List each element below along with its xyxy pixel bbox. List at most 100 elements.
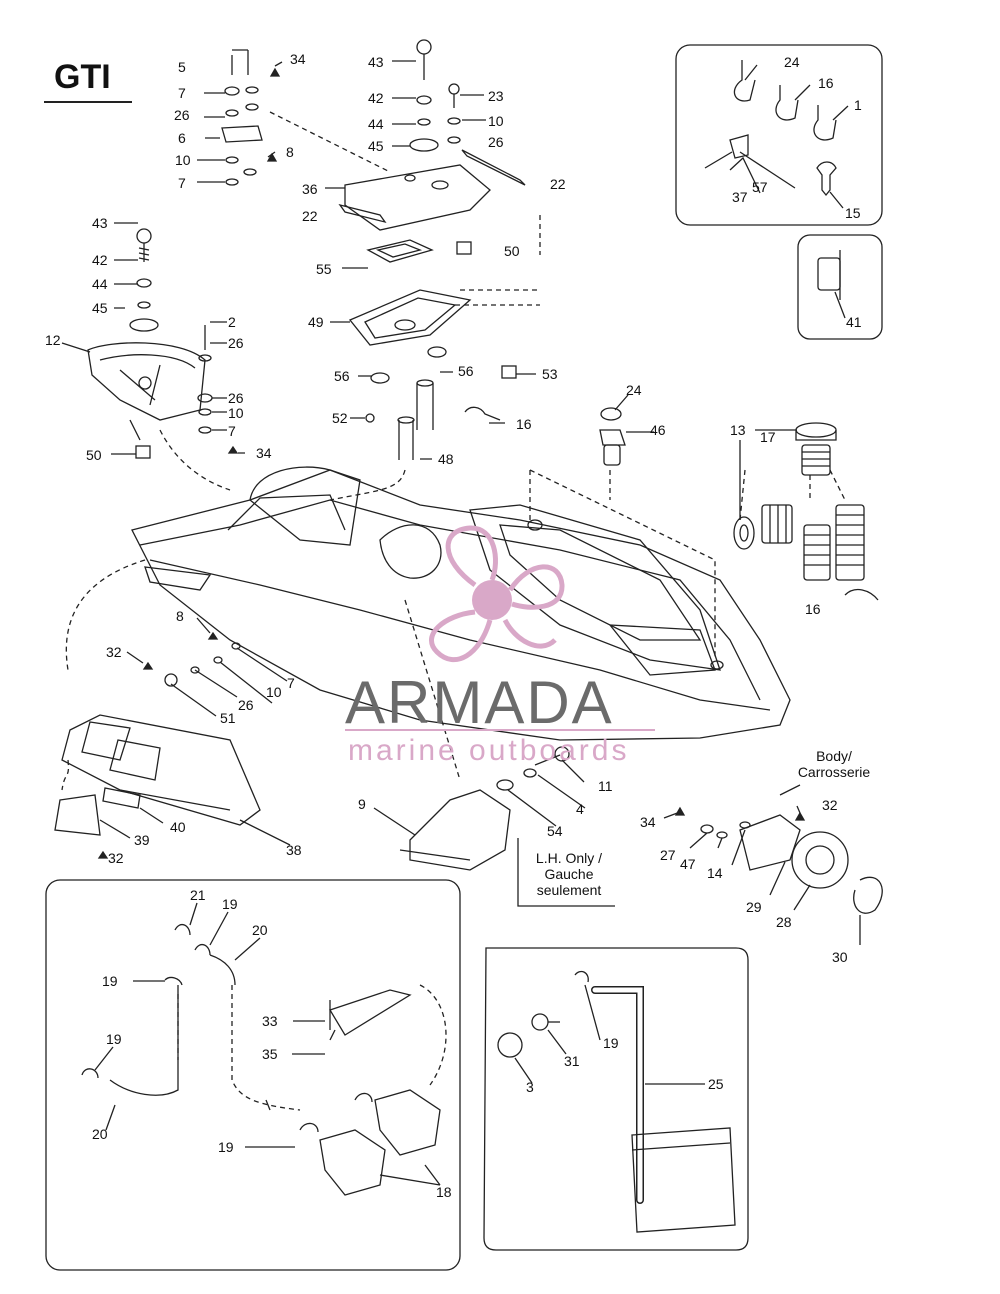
callout-label: 10 [488, 113, 504, 129]
fuel-line-parts [81, 923, 441, 1196]
lh-only-frame [517, 838, 615, 907]
callout-label: 27 [660, 847, 676, 863]
title-underline [44, 101, 132, 103]
callout-label: 24 [784, 54, 800, 70]
callout-label: 29 [746, 899, 762, 915]
callout-label: 48 [438, 451, 454, 467]
callout-label: 32 [108, 850, 124, 866]
callout-label: 34 [290, 51, 306, 67]
callout-label: 56 [458, 363, 474, 379]
callout-label: 51 [220, 710, 236, 726]
callout-label: 44 [368, 116, 384, 132]
clamp-box-parts [704, 60, 841, 300]
callout-label: 6 [178, 130, 186, 146]
callout-label: 19 [603, 1035, 619, 1051]
callout-label: 25 [708, 1076, 724, 1092]
callout-label: 10 [228, 405, 244, 421]
callout-label: 43 [92, 215, 108, 231]
callout-label: 18 [436, 1184, 452, 1200]
callout-label: 39 [134, 832, 150, 848]
note-lh-only: L.H. Only / Gauche seulement [520, 850, 618, 898]
callout-label: 13 [730, 422, 746, 438]
callout-label: 38 [286, 842, 302, 858]
inset-box-clip [797, 234, 883, 340]
front-left-parts [54, 631, 261, 859]
callout-label: 20 [252, 922, 268, 938]
callout-label: 10 [175, 152, 191, 168]
top-left-parts [221, 49, 281, 186]
leader-lines [61, 60, 861, 1186]
callout-label: 42 [92, 252, 108, 268]
callout-label: 42 [368, 90, 384, 106]
callout-label: 47 [680, 856, 696, 872]
callout-label: 7 [228, 423, 236, 439]
callout-label: 34 [256, 445, 272, 461]
propeller-logo-icon [429, 525, 565, 663]
watermark-subtitle: marine outboards [348, 734, 630, 767]
callout-label: 36 [302, 181, 318, 197]
callout-label: 7 [178, 175, 186, 191]
callout-label: 49 [308, 314, 324, 330]
callout-label: 32 [106, 644, 122, 660]
callout-label: 26 [238, 697, 254, 713]
callout-label: 46 [650, 422, 666, 438]
callout-label: 22 [550, 176, 566, 192]
callout-label: 16 [805, 601, 821, 617]
callout-label: 14 [707, 865, 723, 881]
callout-label: 31 [564, 1053, 580, 1069]
front-center-parts [399, 746, 570, 871]
inset-box-battery [483, 947, 749, 1251]
callout-label: 26 [228, 390, 244, 406]
callout-label: 44 [92, 276, 108, 292]
callout-label: 35 [262, 1046, 278, 1062]
callout-label: 7 [178, 85, 186, 101]
callout-label: 24 [626, 382, 642, 398]
callout-label: 33 [262, 1013, 278, 1029]
callout-label: 23 [488, 88, 504, 104]
callout-label: 9 [358, 796, 366, 812]
callout-label: 55 [316, 261, 332, 277]
callout-label: 16 [818, 75, 834, 91]
callout-label: 19 [222, 896, 238, 912]
callout-label: 54 [547, 823, 563, 839]
callout-label: 20 [92, 1126, 108, 1142]
diagram-title: GTI [54, 58, 111, 96]
note-lh-only-text: L.H. Only / Gauche seulement [535, 850, 603, 898]
battery-inset-parts [497, 970, 736, 1233]
callout-label: 21 [190, 887, 206, 903]
right-bellows-parts [599, 407, 879, 601]
callout-label: 28 [776, 914, 792, 930]
callout-label: 2 [228, 314, 236, 330]
callout-label: 32 [822, 797, 838, 813]
callout-label: 34 [640, 814, 656, 830]
left-bolt-stack [129, 228, 239, 454]
callout-label: 11 [598, 778, 613, 794]
callout-label: 8 [176, 608, 184, 624]
callout-label: 26 [174, 107, 190, 123]
callout-label: 50 [504, 243, 520, 259]
callout-label: 15 [845, 205, 861, 221]
callout-label: 1 [854, 97, 862, 113]
callout-label: 52 [332, 410, 348, 426]
callout-label: 22 [302, 208, 318, 224]
callout-label: 16 [516, 416, 532, 432]
callout-label: 8 [286, 144, 294, 160]
callout-label: 7 [287, 675, 295, 691]
callout-label: 43 [368, 54, 384, 70]
callout-label: 5 [178, 59, 186, 75]
inset-box-fuel-lines [45, 879, 461, 1271]
inset-box-clamps [675, 44, 883, 226]
callout-label: 3 [526, 1079, 534, 1095]
callout-label: 19 [218, 1139, 234, 1155]
callout-label: 4 [576, 801, 584, 817]
callout-label: 40 [170, 819, 186, 835]
callout-label: 45 [92, 300, 108, 316]
callout-label: 12 [45, 332, 61, 348]
callout-label: 10 [266, 684, 282, 700]
callout-label: 26 [228, 335, 244, 351]
rear-grip-handle [87, 342, 206, 459]
callout-label: 19 [102, 973, 118, 989]
